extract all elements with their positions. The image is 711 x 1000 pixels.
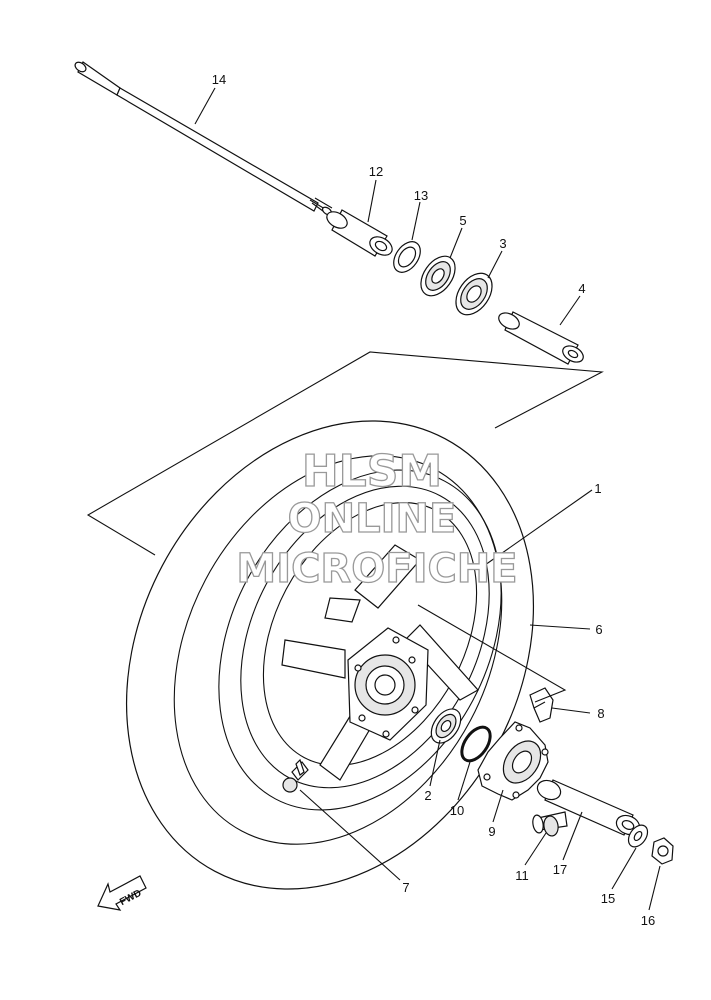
part-15-washer[interactable] — [625, 822, 652, 851]
part-4-spacer[interactable] — [496, 310, 586, 366]
part-12-collar[interactable] — [324, 208, 395, 258]
exploded-view-frame — [86, 351, 604, 556]
part-7-valve[interactable] — [282, 758, 309, 793]
part-11-bolt[interactable] — [532, 811, 568, 837]
leader-2 — [429, 739, 441, 787]
watermark: HLSM ONLINE MICROFICHE — [236, 445, 519, 592]
leader-4 — [559, 295, 581, 326]
callout-12[interactable]: 12 — [369, 164, 383, 179]
leader-10 — [457, 761, 471, 801]
leader-17 — [562, 811, 583, 861]
leader-13 — [411, 201, 421, 241]
leader-8 — [551, 707, 591, 714]
leader-lines — [194, 87, 661, 911]
leader-12 — [367, 179, 377, 223]
leader-5 — [449, 227, 463, 259]
leader-8-bracket — [417, 604, 567, 703]
leader-15 — [611, 847, 637, 890]
part-13-oil-seal[interactable] — [388, 237, 426, 277]
callout-8[interactable]: 8 — [597, 706, 604, 721]
part-5-bearing[interactable] — [414, 250, 462, 302]
leader-6 — [529, 624, 591, 630]
callout-4[interactable]: 4 — [578, 281, 585, 296]
part-10-o-ring[interactable] — [456, 722, 496, 766]
callout-15[interactable]: 15 — [601, 891, 615, 906]
part-3-bearing[interactable] — [449, 267, 500, 322]
part-14-axle[interactable] — [73, 60, 333, 216]
callout-2[interactable]: 2 — [424, 788, 431, 803]
leader-9 — [492, 789, 504, 823]
part-17-collar[interactable] — [534, 777, 642, 838]
part-9-clutch-hub[interactable] — [477, 721, 549, 801]
fwd-direction-arrow: FWD — [97, 875, 147, 911]
leader-1 — [484, 489, 593, 566]
part-2-bearing[interactable] — [425, 704, 466, 749]
callout-13[interactable]: 13 — [414, 188, 428, 203]
fwd-arrow-icon — [97, 875, 147, 911]
callout-labels: 14 12 13 5 3 4 1 6 8 2 10 9 11 17 15 16 … — [212, 72, 655, 928]
leader-3 — [487, 250, 503, 279]
callout-14[interactable]: 14 — [212, 72, 226, 87]
callout-3[interactable]: 3 — [499, 236, 506, 251]
callout-9[interactable]: 9 — [488, 824, 495, 839]
callout-5[interactable]: 5 — [459, 213, 466, 228]
callout-10[interactable]: 10 — [450, 803, 464, 818]
part-16-nut[interactable] — [651, 837, 674, 865]
leader-11 — [524, 832, 547, 866]
leader-16 — [648, 865, 661, 911]
watermark-line-3: MICROFICHE — [236, 546, 517, 592]
callout-11[interactable]: 11 — [515, 868, 529, 883]
callout-6[interactable]: 6 — [595, 622, 602, 637]
callout-16[interactable]: 16 — [641, 913, 655, 928]
callout-1[interactable]: 1 — [594, 481, 601, 496]
watermark-line-2: ONLINE — [288, 496, 457, 542]
callout-7[interactable]: 7 — [402, 880, 409, 895]
leader-7 — [299, 789, 401, 881]
part-1-cast-wheel[interactable] — [162, 421, 557, 859]
watermark-line-1: HLSM — [302, 446, 442, 497]
leader-14 — [194, 87, 216, 125]
part-8-balance-weight[interactable] — [529, 687, 554, 723]
callout-17[interactable]: 17 — [553, 862, 567, 877]
